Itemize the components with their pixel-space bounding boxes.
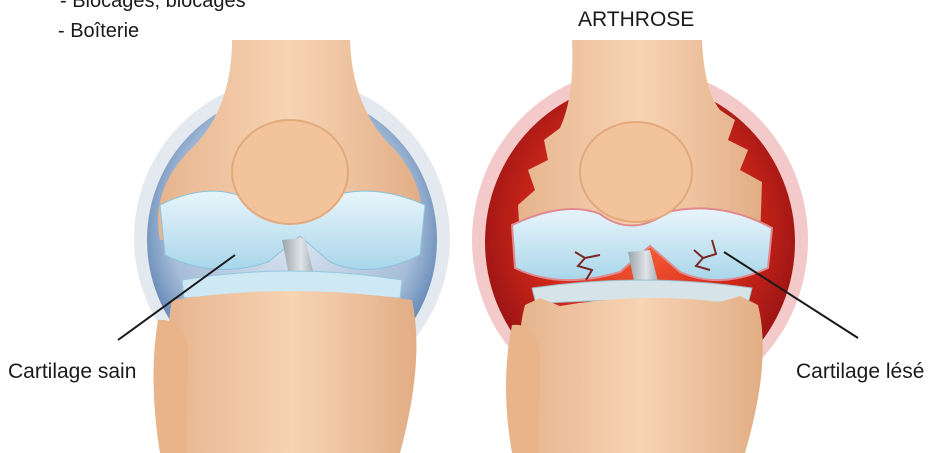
healthy-fibula <box>153 320 188 453</box>
arthrose-fibula <box>506 325 540 453</box>
arthrose-knee <box>472 40 858 453</box>
label-cartilage-sain: Cartilage sain <box>8 360 136 384</box>
arthrose-patella <box>580 122 692 222</box>
healthy-patella <box>232 120 348 224</box>
healthy-knee <box>118 40 450 453</box>
arthrose-tibia <box>519 296 762 453</box>
healthy-tibia <box>168 291 416 453</box>
label-cartilage-lese: Cartilage lésé <box>796 360 924 384</box>
